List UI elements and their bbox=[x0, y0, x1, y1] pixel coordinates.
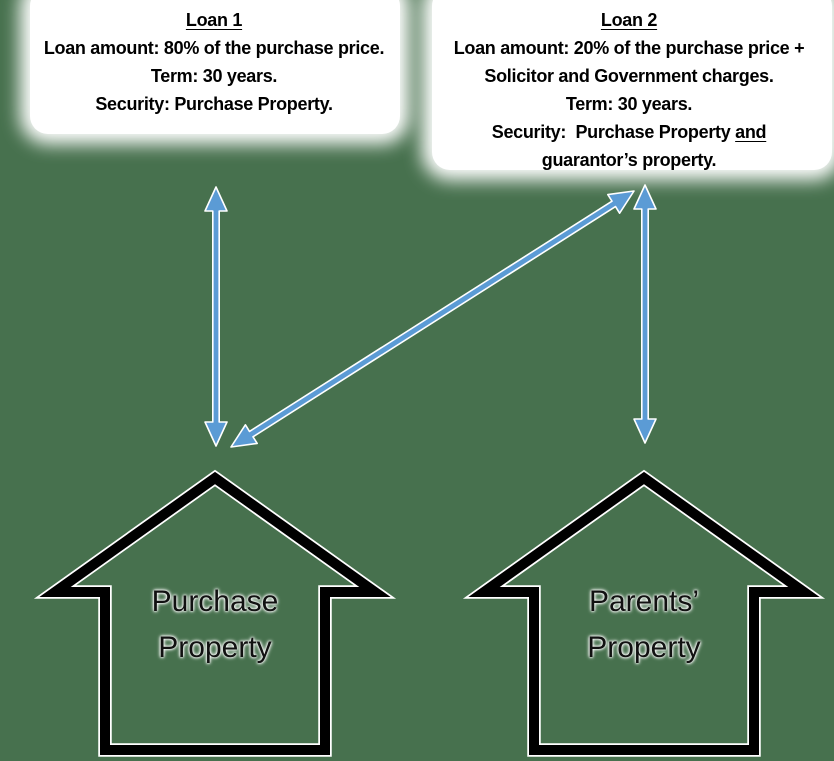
loan2-term-line: Term: 30 years. bbox=[565, 94, 693, 114]
parents-property-label-line2: Property bbox=[587, 631, 701, 664]
purchase-property-label-line1: Purchase bbox=[151, 585, 279, 618]
loan1-text-halo bbox=[30, 0, 400, 134]
loan2-security-prefix: Security: Purchase Property bbox=[491, 122, 736, 142]
loan1-title: Loan 1 bbox=[185, 10, 243, 30]
loan2-amount-line-1: Loan amount: 20% of the purchase price + bbox=[453, 38, 805, 58]
loan2-text-block: Loan 2 Loan amount: 20% of the purchase … bbox=[424, 6, 834, 174]
loan1-text-block: Loan 1 Loan amount: 80% of the purchase … bbox=[14, 6, 414, 118]
loan2-security-tail-line: guarantor’s property. bbox=[541, 150, 717, 170]
arrow-loan2-parents-property bbox=[633, 184, 657, 444]
loan2-text-halo bbox=[432, 0, 832, 170]
loan2-security-line: Security: Purchase Property and bbox=[424, 118, 834, 146]
arrow-loan1-purchase-property bbox=[204, 186, 228, 447]
purchase-property-house-outline bbox=[39, 471, 391, 755]
loan1-term-line: Term: 30 years. bbox=[150, 66, 278, 86]
loan1-security-line: Security: Purchase Property. bbox=[95, 94, 333, 114]
loan1-amount-line: Loan amount: 80% of the purchase price. bbox=[43, 38, 385, 58]
loan2-amount-line-2: Solicitor and Government charges. bbox=[484, 66, 774, 86]
purchase-property-label: Purchase Property bbox=[85, 579, 345, 671]
parents-property-house-outline bbox=[468, 471, 820, 755]
parents-property-label: Parents’ Property bbox=[514, 579, 774, 671]
arrow-loan2-purchase-property bbox=[230, 190, 635, 448]
loan2-title: Loan 2 bbox=[600, 10, 658, 30]
parents-property-label-line1: Parents’ bbox=[588, 585, 700, 618]
purchase-property-label-line2: Property bbox=[158, 631, 272, 664]
loan2-security-and: and bbox=[735, 122, 767, 142]
